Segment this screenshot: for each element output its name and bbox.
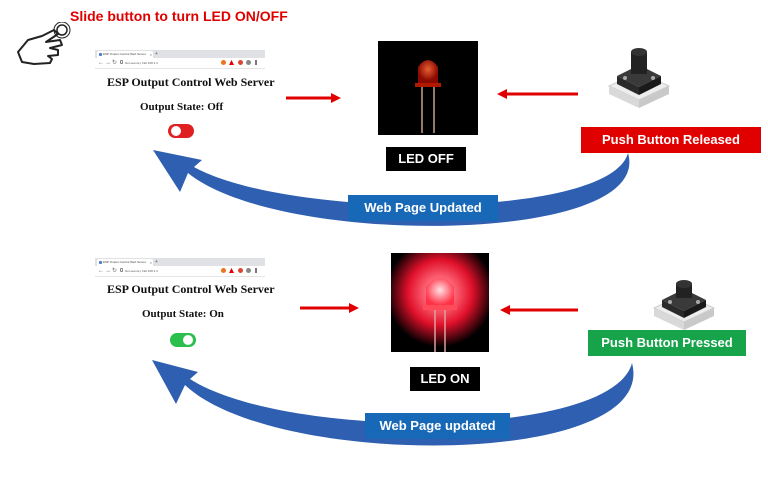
menu-icon[interactable] — [255, 60, 257, 65]
alert-icon[interactable] — [229, 60, 234, 65]
extension-icon[interactable] — [238, 60, 243, 65]
web-page-updated-label-top: Web Page Updated — [348, 195, 498, 221]
push-button-pressed-label: Push Button Pressed — [588, 330, 746, 356]
led-on-photo — [391, 253, 489, 352]
back-icon[interactable]: ← — [98, 268, 104, 274]
curved-arrow-top — [153, 150, 630, 226]
toggle-knob — [183, 335, 193, 345]
push-button-released-label: Push Button Released — [581, 127, 761, 153]
profile-icon[interactable] — [246, 60, 251, 65]
toggle-knob — [171, 126, 181, 136]
toggle-switch-on[interactable] — [170, 333, 196, 347]
led-off-label: LED OFF — [386, 147, 466, 171]
favicon-icon — [99, 261, 102, 264]
close-icon[interactable]: × — [149, 260, 152, 265]
reload-icon[interactable]: ↻ — [112, 60, 118, 66]
info-icon[interactable] — [120, 268, 123, 272]
output-state-bottom: Output State: On — [142, 308, 224, 320]
curved-arrow-bottom — [152, 360, 634, 446]
close-icon[interactable]: × — [149, 52, 152, 57]
forward-icon[interactable]: → — [105, 60, 111, 66]
web-page-updated-label-bottom: Web Page updated — [365, 413, 510, 439]
browser-tab-bottom[interactable]: ESP Output Control Web Server × — [97, 259, 153, 266]
page-title-top: ESP Output Control Web Server — [107, 75, 275, 89]
page-title-bottom: ESP Output Control Web Server — [107, 282, 275, 296]
back-icon[interactable]: ← — [98, 60, 104, 66]
led-on-label: LED ON — [410, 367, 480, 391]
browser-tab-title-top: ESP Output Control Web Server — [103, 52, 146, 56]
new-tab-icon[interactable]: + — [155, 259, 158, 265]
favicon-icon — [99, 53, 102, 56]
headline: Slide button to turn LED ON/OFF — [70, 8, 288, 24]
address-bar-top[interactable]: Not secure | 192.168.1.3 — [125, 61, 158, 65]
led-off-photo — [378, 41, 478, 135]
extension-icon[interactable] — [221, 60, 226, 65]
reload-icon[interactable]: ↻ — [112, 268, 118, 274]
info-icon[interactable] — [120, 60, 123, 64]
extension-icon[interactable] — [221, 268, 226, 273]
browser-chrome-top: ESP Output Control Web Server × + ← → ↻ … — [95, 50, 265, 69]
forward-icon[interactable]: → — [105, 268, 111, 274]
push-button-released-photo — [603, 42, 673, 112]
toggle-switch-off[interactable] — [168, 124, 194, 138]
push-button-pressed-photo — [648, 278, 718, 332]
browser-tab-title-bottom: ESP Output Control Web Server — [103, 260, 146, 264]
new-tab-icon[interactable]: + — [155, 51, 158, 57]
output-state-top: Output State: Off — [140, 101, 224, 113]
profile-icon[interactable] — [246, 268, 251, 273]
menu-icon[interactable] — [255, 268, 257, 273]
extension-icon[interactable] — [238, 268, 243, 273]
alert-icon[interactable] — [229, 268, 234, 273]
browser-chrome-bottom: ESP Output Control Web Server × + ← → ↻ … — [95, 258, 265, 277]
address-bar-bottom[interactable]: Not secure | 192.168.1.3 — [125, 269, 158, 273]
pointing-hand-icon — [14, 21, 74, 70]
browser-tab-top[interactable]: ESP Output Control Web Server × — [97, 51, 153, 58]
